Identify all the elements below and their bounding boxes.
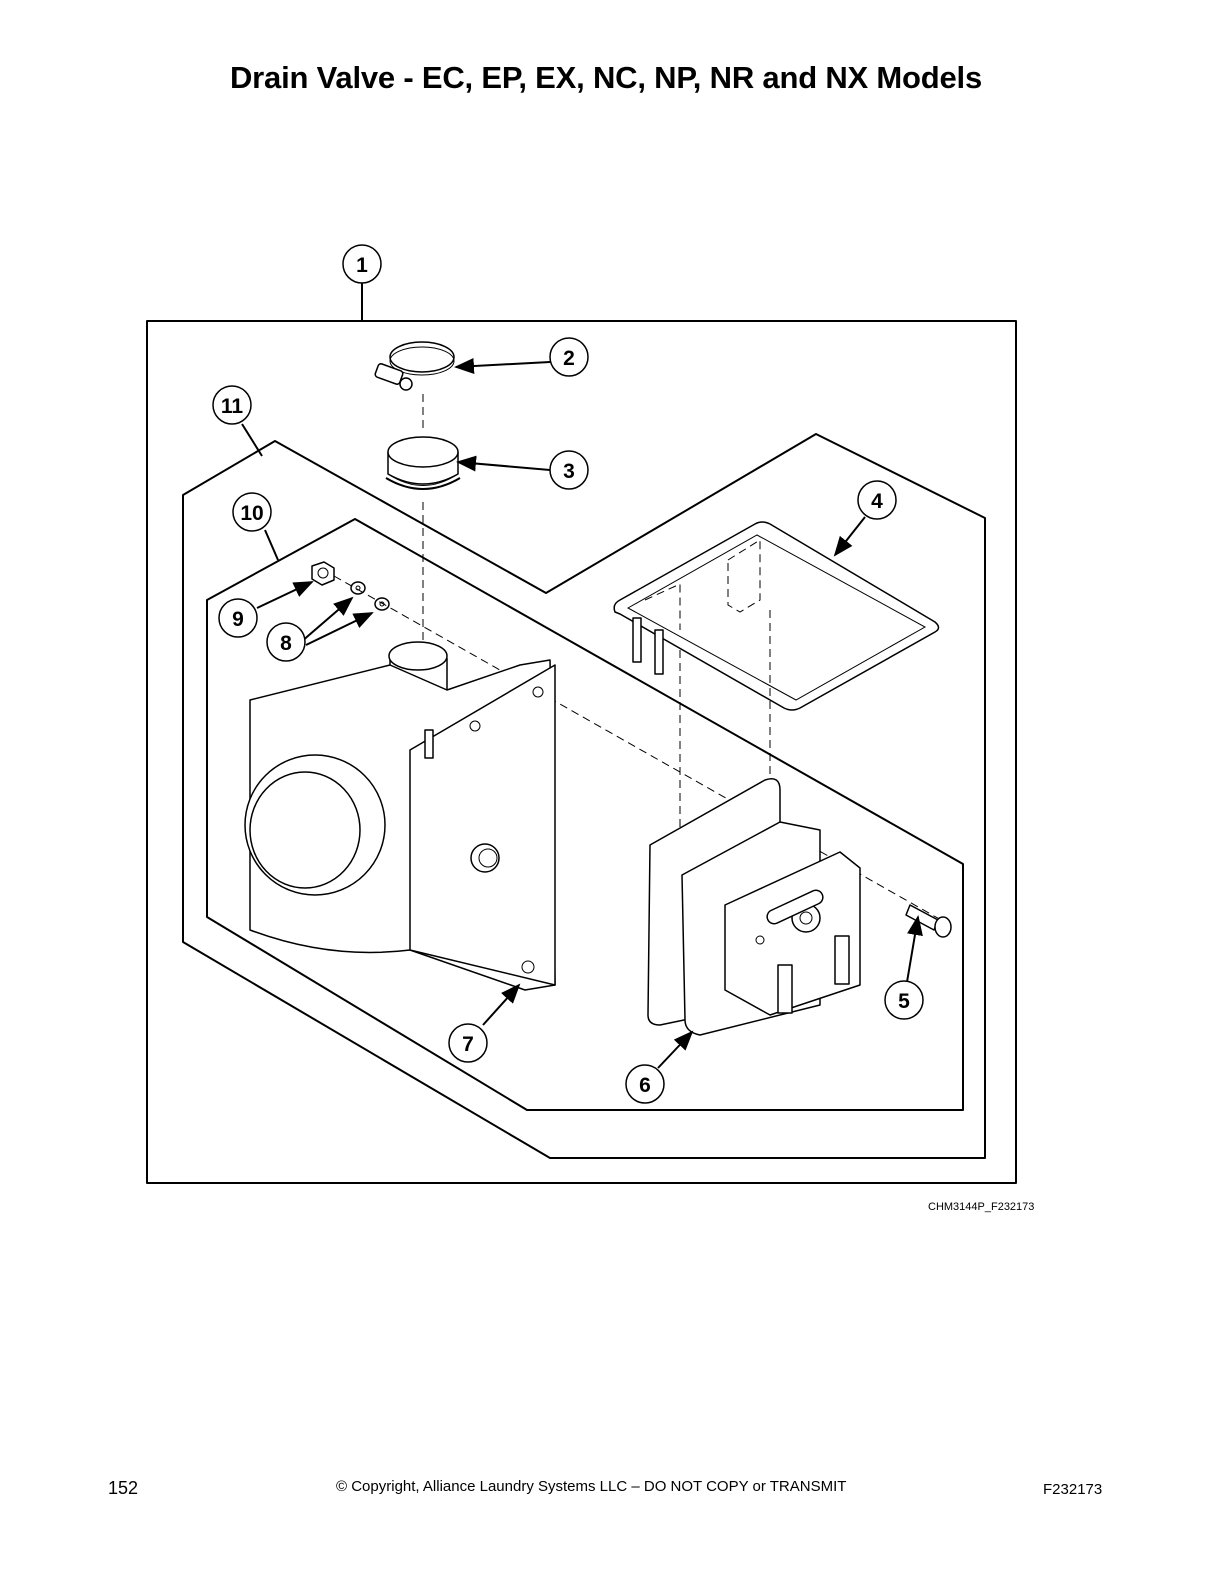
callout-1: 1 (342, 244, 382, 284)
callout-7: 7 (448, 1023, 488, 1063)
callout-1-number: 1 (356, 254, 368, 277)
callout-4-number: 4 (871, 490, 883, 513)
callout-8-number: 8 (280, 632, 292, 655)
assembly-frame (146, 320, 1017, 1184)
callout-2: 2 (549, 337, 589, 377)
figure-code: CHM3144P_F232173 (928, 1201, 1035, 1213)
document-code: F232173 (1043, 1481, 1103, 1498)
nut-part (311, 561, 335, 586)
callout-11: 11 (212, 385, 252, 425)
copyright-notice: © Copyright, Alliance Laundry Systems LL… (336, 1478, 847, 1495)
subassembly-10-outline (206, 518, 964, 1111)
callout-5-number: 5 (898, 990, 910, 1013)
callout-3-number: 3 (563, 460, 575, 483)
callout-2-number: 2 (563, 347, 575, 370)
page-title: Drain Valve - EC, EP, EX, NC, NP, NR and… (229, 60, 983, 95)
cap-part (385, 436, 461, 490)
callout-6: 6 (625, 1064, 665, 1104)
callout-10-number: 10 (240, 502, 263, 525)
cover-part (613, 521, 940, 711)
callout-6-number: 6 (639, 1074, 651, 1097)
callout-8: 8 (266, 622, 306, 662)
callout-3: 3 (549, 450, 589, 490)
motor-part (647, 778, 861, 1036)
callout-7-number: 7 (462, 1033, 474, 1056)
washer-parts (350, 581, 390, 611)
callout-9: 9 (218, 598, 258, 638)
callout-9-number: 9 (232, 608, 244, 631)
subassembly-11-outline (182, 433, 986, 1159)
hose-clamp-part (374, 341, 455, 391)
callout-5: 5 (884, 980, 924, 1020)
callout-4: 4 (857, 480, 897, 520)
callout-10: 10 (232, 492, 272, 532)
valve-body-part (244, 641, 556, 991)
callout-11-number: 11 (221, 395, 244, 418)
page-number: 152 (108, 1478, 139, 1498)
screw-part (905, 904, 952, 938)
